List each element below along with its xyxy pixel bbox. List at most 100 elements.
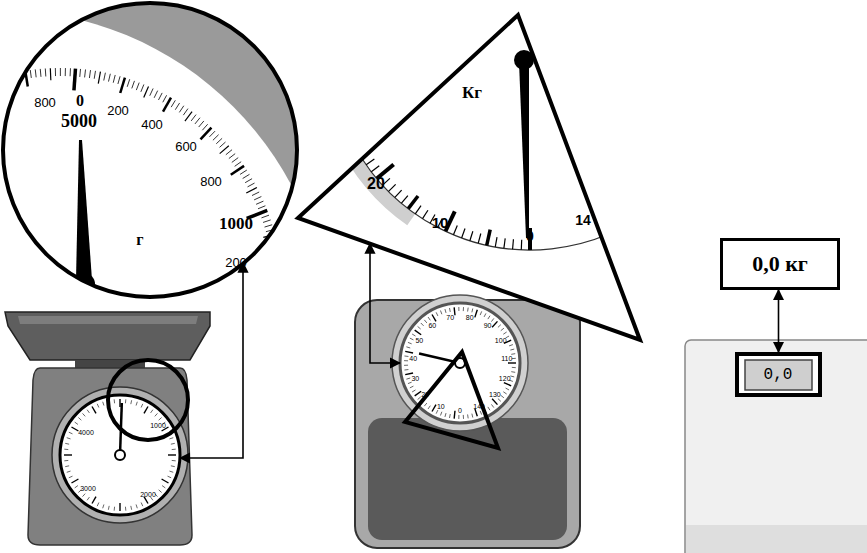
dial-tick (415, 330, 421, 335)
scale-needle (76, 140, 92, 280)
dial-tick (114, 399, 115, 403)
scale-tick (423, 210, 428, 218)
scale-tick (185, 112, 192, 122)
dial-needle (120, 403, 122, 455)
dial-tick (125, 507, 126, 511)
scale-tick (199, 121, 204, 127)
dial-tick (491, 404, 493, 407)
scale-tick (337, 96, 358, 102)
scale-tick (45, 68, 47, 76)
dial-tick (87, 497, 89, 500)
scale-tick (246, 187, 257, 193)
scale-tick (274, 289, 282, 290)
dial-tick (445, 413, 446, 417)
dial-tick (114, 507, 115, 511)
dial-tick (412, 390, 415, 392)
magnified-dial (0, 0, 330, 553)
scale-tick (332, 75, 342, 76)
dial-tick (404, 365, 408, 366)
scale-tick (342, 115, 351, 118)
scale-tick (274, 298, 282, 299)
dial-number: 10 (437, 402, 445, 409)
dial-tick (67, 438, 71, 439)
scale-number: 10 (432, 215, 449, 230)
dial-tick (498, 399, 501, 402)
dial-tick (418, 326, 421, 329)
dial-tick (92, 407, 96, 414)
dial-tick (130, 506, 132, 510)
scale-tick (331, 66, 341, 68)
dial-number: 120 (499, 374, 511, 381)
scale-tick (478, 234, 481, 244)
dial-number: 130 (489, 391, 501, 398)
scale-number: 800 (200, 175, 222, 188)
scale-tick (271, 254, 279, 255)
dial-tick (405, 351, 413, 353)
dial-tick (64, 449, 68, 450)
kitchen-dial: 4000100030002000 (58, 393, 182, 517)
dial-tick (159, 418, 162, 421)
scale-tick (269, 244, 277, 246)
dial-tick (488, 407, 490, 410)
scale-tick (202, 124, 207, 130)
magnified-dial (323, 32, 659, 250)
scale-tick (274, 279, 282, 280)
scale-tick (113, 75, 115, 83)
scale-tick (264, 259, 280, 261)
dial-tick (65, 465, 69, 467)
dial-tick (78, 418, 81, 421)
scale-number: 1000 (219, 215, 253, 232)
leader-arrow (370, 244, 400, 363)
scale-tick (265, 308, 281, 309)
highlight-circle (108, 360, 188, 440)
scale-tick (248, 183, 255, 187)
scale-body (685, 340, 867, 553)
scale-tick (273, 269, 281, 271)
scale-tick (349, 130, 358, 134)
dial-tick (421, 400, 424, 403)
dial-tick (432, 405, 436, 412)
dial-tick (172, 449, 176, 450)
scale-needle (519, 62, 529, 238)
scale-tick (256, 201, 263, 204)
dial-tick (512, 367, 516, 368)
dial-bezel (52, 387, 188, 523)
scale-tick (171, 100, 175, 107)
dial-tick (169, 438, 173, 439)
dial-tick (408, 382, 412, 383)
scale-tick (245, 179, 252, 183)
scale-tick (366, 159, 374, 165)
digital-scale (685, 340, 867, 553)
leader-arrow (778, 290, 780, 352)
scale-tick (261, 215, 269, 218)
dial-tick (65, 443, 69, 445)
scale-body (355, 300, 580, 548)
dial-number: 20 (421, 391, 429, 398)
dial-tick (410, 338, 414, 340)
dial-tick (503, 392, 506, 394)
foot-panel (368, 418, 567, 540)
scale-tick (357, 145, 366, 150)
scale-tick (226, 150, 232, 155)
scale-tick (144, 86, 149, 97)
scale-tick (163, 95, 167, 102)
kitchen-scale (5, 312, 210, 545)
node-shape (298, 15, 640, 340)
dial-tick (103, 402, 104, 406)
dial-tick (421, 323, 424, 326)
scale-number: 5000 (61, 112, 97, 130)
dial-tick (506, 388, 510, 390)
scale-tick (273, 274, 281, 276)
scale-tick (495, 237, 497, 247)
scale-tick (209, 131, 215, 137)
bowl-rim (18, 316, 198, 324)
scale-bowl (5, 312, 210, 360)
scale-tick (158, 93, 162, 100)
scale-tick (98, 72, 100, 84)
scale-tick (50, 68, 52, 80)
dial-tick (64, 460, 68, 461)
scale-tick (200, 128, 211, 140)
